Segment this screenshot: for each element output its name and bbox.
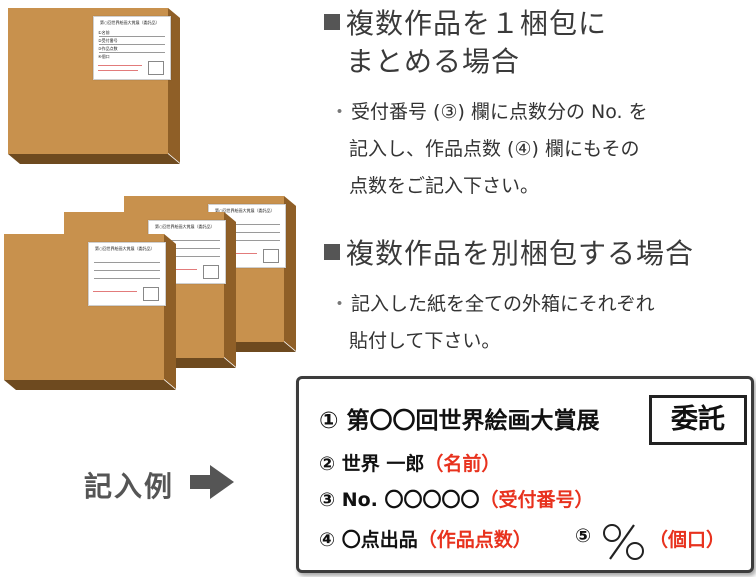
section1-heading-line2: まとめる場合: [346, 45, 521, 78]
parcel-label-sheet: 第○回世界絵画大賞展（委託品）: [88, 242, 166, 306]
single-parcel-box: 第○回世界絵画大賞展（委託品） ①名前 ②受付番号 ③作品点数 ④個口: [8, 8, 183, 168]
square-bullet-icon: [324, 244, 340, 260]
parcel-label-field: ③作品点数: [98, 46, 118, 51]
square-bullet-icon: [324, 14, 340, 30]
example-package-note: （個口）: [649, 529, 726, 551]
section1-heading-line1: 複数作品を１梱包に: [346, 7, 608, 40]
section1-heading-cont: まとめる場合: [346, 44, 520, 80]
right-arrow-icon: [190, 465, 234, 503]
consignment-badge: 委託: [649, 395, 747, 445]
section2-heading: 複数作品を別梱包する場合: [324, 236, 694, 272]
example-package-number: ⑤: [575, 525, 592, 547]
section2-text-line2: 貼付して下さい。: [349, 330, 501, 352]
example-count-line: ④ 〇点出品（作品点数）: [319, 525, 532, 552]
example-label: 記入例: [84, 470, 175, 503]
section2-heading-text: 複数作品を別梱包する場合: [346, 237, 695, 270]
section2-text-line1: 記入した紙を全ての外箱にそれぞれ: [351, 293, 655, 315]
bullet-dot: ・: [330, 293, 350, 315]
parcel-label-field: ①名前: [98, 30, 110, 35]
parcel-label-title: 第○回世界絵画大賞展（委託品）: [215, 208, 275, 213]
parcel-label-field: ④個口: [98, 54, 110, 59]
example-name-note: （名前）: [424, 453, 501, 475]
section1-text-line1: 受付番号 (③) 欄に点数分の No. を: [351, 101, 648, 123]
section1-text: ・受付番号 (③) 欄に点数分の No. を 記入し、作品点数 (④) 欄にもそ…: [330, 94, 648, 205]
section2-text: ・記入した紙を全ての外箱にそれぞれ 貼付して下さい。: [330, 286, 655, 360]
example-receipt-line: ③ No. 〇〇〇〇〇（受付番号）: [319, 485, 594, 512]
example-name-line: ② 世界 一郎（名前）: [319, 449, 500, 476]
example-exhibition-name: ① 第〇〇回世界絵画大賞展: [319, 408, 600, 434]
fraction-circle-icon: [602, 523, 646, 565]
section1-text-line3: 点数をご記入下さい。: [349, 175, 540, 197]
bullet-dot: ・: [330, 101, 350, 123]
parcel-label-field: ②受付番号: [98, 38, 118, 43]
parcel-label-title: 第○回世界絵画大賞展（委託品）: [100, 20, 160, 25]
example-count: ④ 〇点出品: [319, 529, 418, 551]
example-name: ② 世界 一郎: [319, 453, 425, 475]
section1-heading: 複数作品を１梱包に: [324, 6, 607, 42]
parcel-label-title: 第○回世界絵画大賞展（委託品）: [155, 224, 215, 229]
example-label-card: ① 第〇〇回世界絵画大賞展 委託 ② 世界 一郎（名前） ③ No. 〇〇〇〇〇…: [296, 376, 754, 573]
parcel-label-sheet: 第○回世界絵画大賞展（委託品） ①名前 ②受付番号 ③作品点数 ④個口: [93, 16, 171, 80]
example-receipt-number: ③ No. 〇〇〇〇〇: [319, 489, 480, 511]
example-count-note: （作品点数）: [417, 529, 532, 551]
example-receipt-note: （受付番号）: [479, 489, 594, 511]
stacked-parcel-box-front: 第○回世界絵画大賞展（委託品）: [4, 234, 179, 394]
section1-text-line2: 記入し、作品点数 (④) 欄にもその: [349, 138, 640, 160]
parcel-label-title: 第○回世界絵画大賞展（委託品）: [95, 246, 155, 251]
